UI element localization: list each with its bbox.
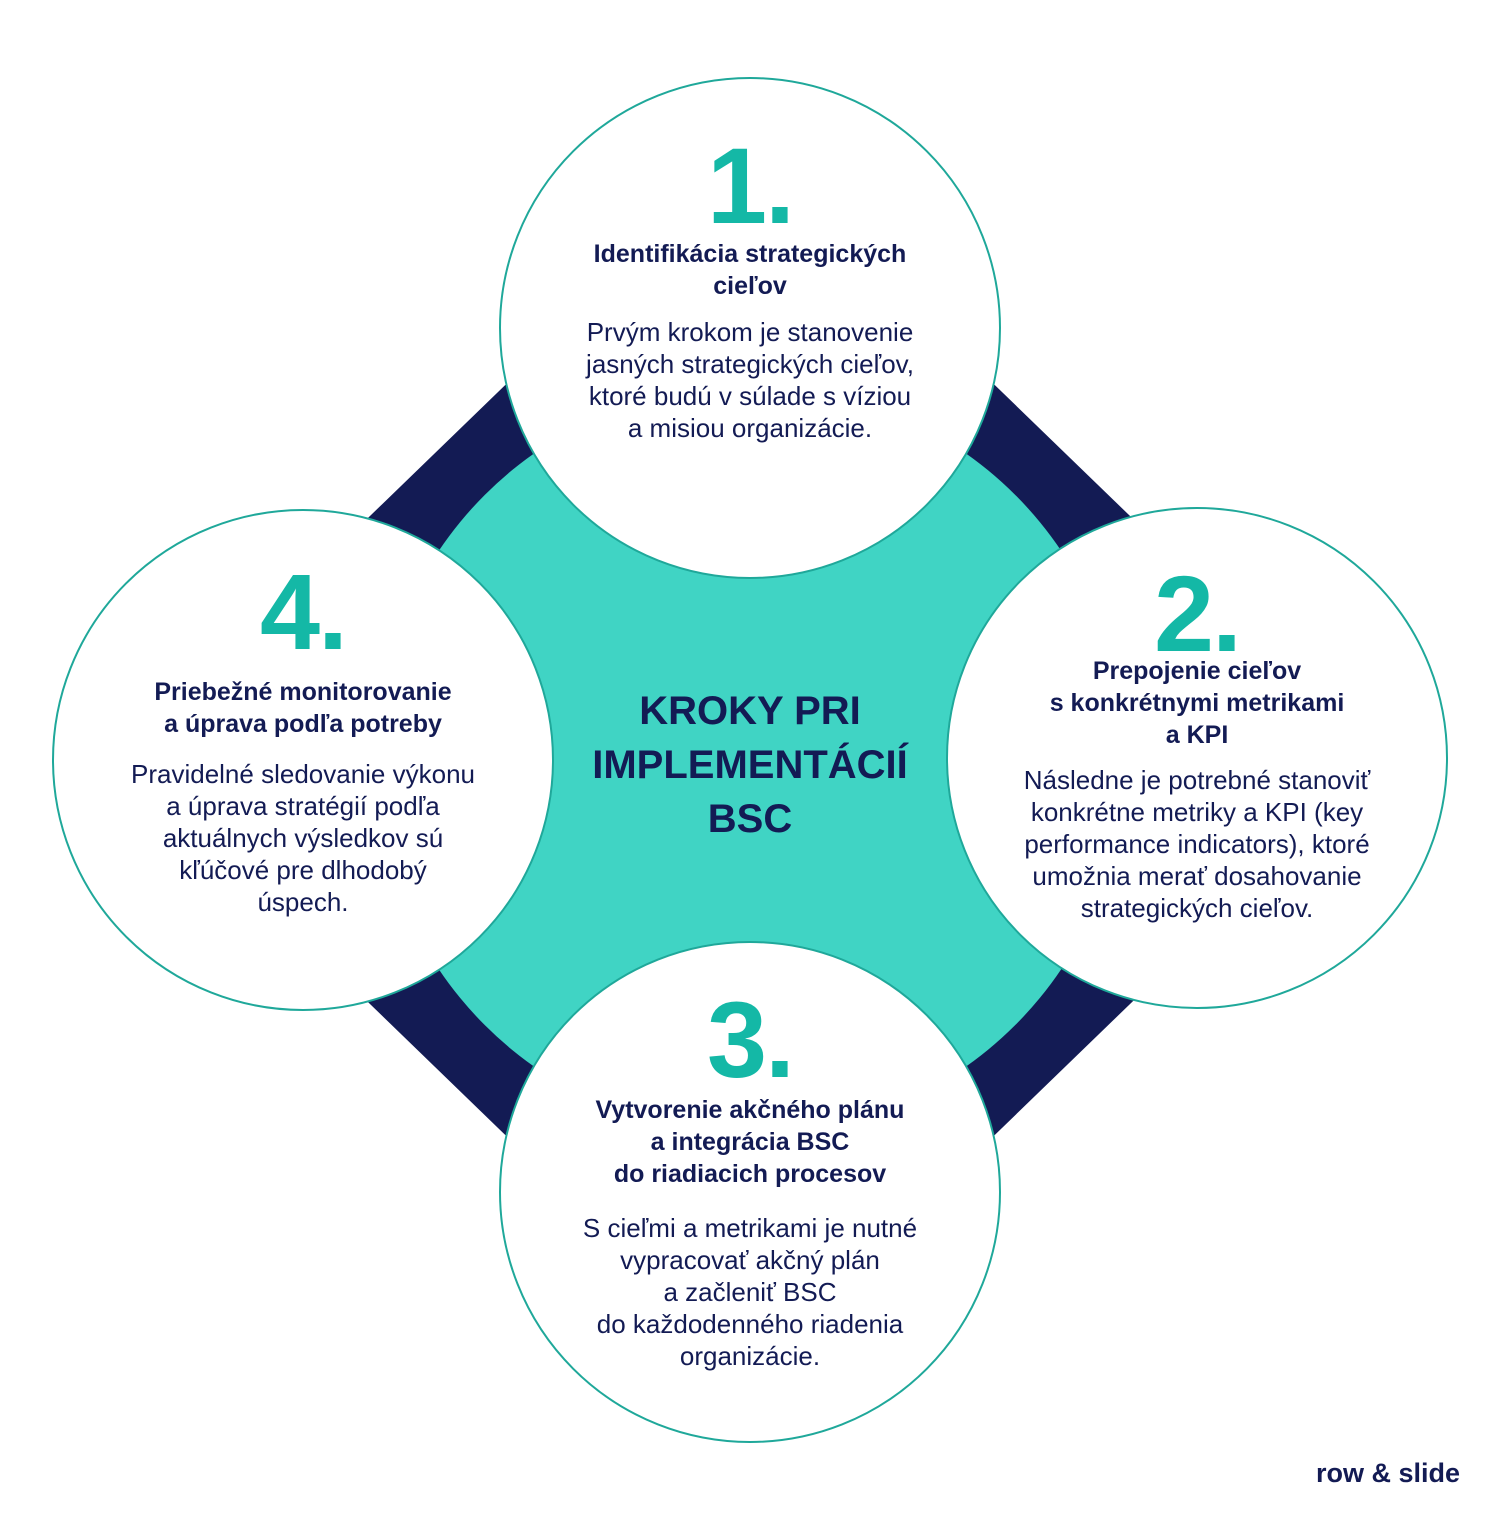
step-3-text: S cieľmi a metrikami je nutné vypracovať… <box>582 1213 918 1371</box>
brand-logo-text: row & slide <box>1315 1458 1460 1488</box>
arrow-head-4-1 <box>377 398 426 448</box>
teal-center-circle <box>375 385 1125 1135</box>
step-1-text: Prvým krokom je stanovenie jasných strat… <box>586 317 914 443</box>
step-4-text: Pravidelné sledovanie výkonu a úprava st… <box>131 759 475 917</box>
arrow-head-3-4 <box>391 1088 441 1138</box>
step-4-circle <box>52 509 554 1011</box>
arrow-head-1-2 <box>1062 382 1114 434</box>
step-2-number: 2. <box>1153 553 1242 674</box>
step-3: 3. Vytvorenie akčného plánu a integrácia… <box>500 942 1000 1442</box>
step-2-text: Následne je potrebné stanoviť konkrétne … <box>1023 765 1371 923</box>
step-1-circle <box>499 77 1001 579</box>
step-3-circle <box>499 941 1001 1443</box>
step-1-number: 1. <box>706 125 795 246</box>
step-2: 2. Prepojenie cieľov s konkrétnymi metri… <box>947 508 1447 1008</box>
connector-arc-4-1 <box>329 344 503 511</box>
center-title: KROKY PRI IMPLEMENTÁCIÍ BSC <box>592 689 908 841</box>
step-1: 1. Identifikácia strategických cieľov Pr… <box>500 78 1000 578</box>
step-2-title: Prepojenie cieľov s konkrétnymi metrikam… <box>1049 657 1345 749</box>
connector-arc-2-3 <box>994 1009 1171 1176</box>
step-1-title: Identifikácia strategických cieľov <box>593 240 907 300</box>
step-4: 4. Priebežné monitorovanie a úprava podľ… <box>53 510 553 1010</box>
connector-arc-1-2 <box>984 347 1171 521</box>
step-3-number: 3. <box>706 979 795 1100</box>
step-4-title: Priebežné monitorovanie a úprava podľa p… <box>154 678 452 738</box>
step-3-title: Vytvorenie akčného plánu a integrácia BS… <box>595 1096 905 1188</box>
step-4-number: 4. <box>259 551 348 672</box>
step-2-circle <box>946 507 1448 1009</box>
connector-arc-3-4 <box>329 1009 501 1179</box>
arrow-head-2-3 <box>1079 1072 1129 1120</box>
